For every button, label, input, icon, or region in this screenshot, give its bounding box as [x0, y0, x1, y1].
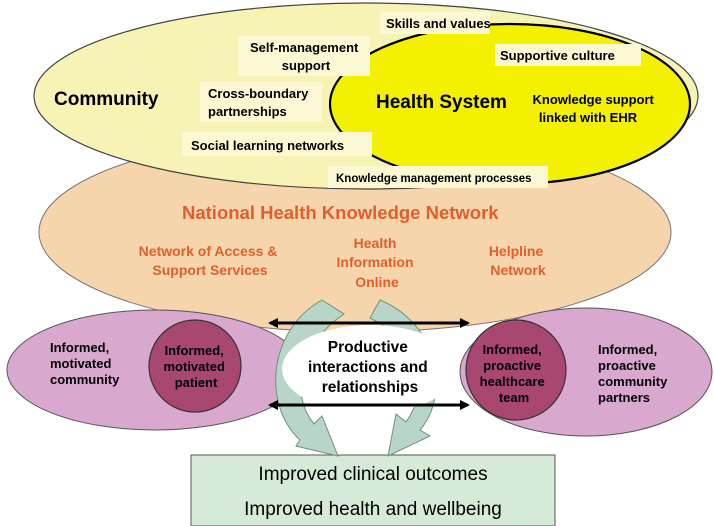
healthcare-team-label: Informed, proactive healthcare team [480, 342, 549, 405]
health-system-title: Health System [376, 92, 507, 113]
outcome-wellbeing: Improved health and wellbeing [244, 499, 502, 520]
label-box [328, 166, 548, 188]
outcome-clinical: Improved clinical outcomes [258, 464, 487, 485]
outcomes-box [190, 454, 556, 526]
label-box [380, 12, 490, 34]
community-title: Community [54, 89, 159, 110]
km-processes-label: Knowledge management processes [336, 173, 532, 185]
skills-values-label: Skills and values [386, 16, 491, 31]
label-box [495, 44, 641, 66]
informed-patient-label: Informed, motivated patient [163, 343, 228, 390]
patient-circle [148, 319, 242, 413]
social-learning-label: Social learning networks [191, 138, 344, 153]
productive-interactions-label: Productive interactions and relationship… [308, 339, 432, 396]
healthcare-team-circle [465, 319, 567, 421]
label-box [200, 82, 322, 122]
center-ellipse [282, 325, 458, 413]
self-management-label: Self-management support [250, 40, 362, 73]
knowledge-support-label: Knowledge support linked with EHR [533, 92, 658, 125]
access-support-label: Network of Access & Support Services [139, 243, 282, 278]
community-partners-label: Informed, proactive community partners [598, 342, 671, 405]
helpline-label: Helpline Network [489, 243, 547, 278]
label-box [182, 132, 372, 156]
cross-boundary-label: Cross-boundary partnerships [208, 86, 312, 119]
health-info-label: Health Information Online [337, 235, 418, 290]
supportive-culture-label: Supportive culture [500, 48, 615, 63]
informed-community-label: Informed, motivated community [50, 340, 120, 387]
knowledge-network-title: National Health Knowledge Network [182, 202, 499, 223]
label-box [238, 36, 370, 76]
